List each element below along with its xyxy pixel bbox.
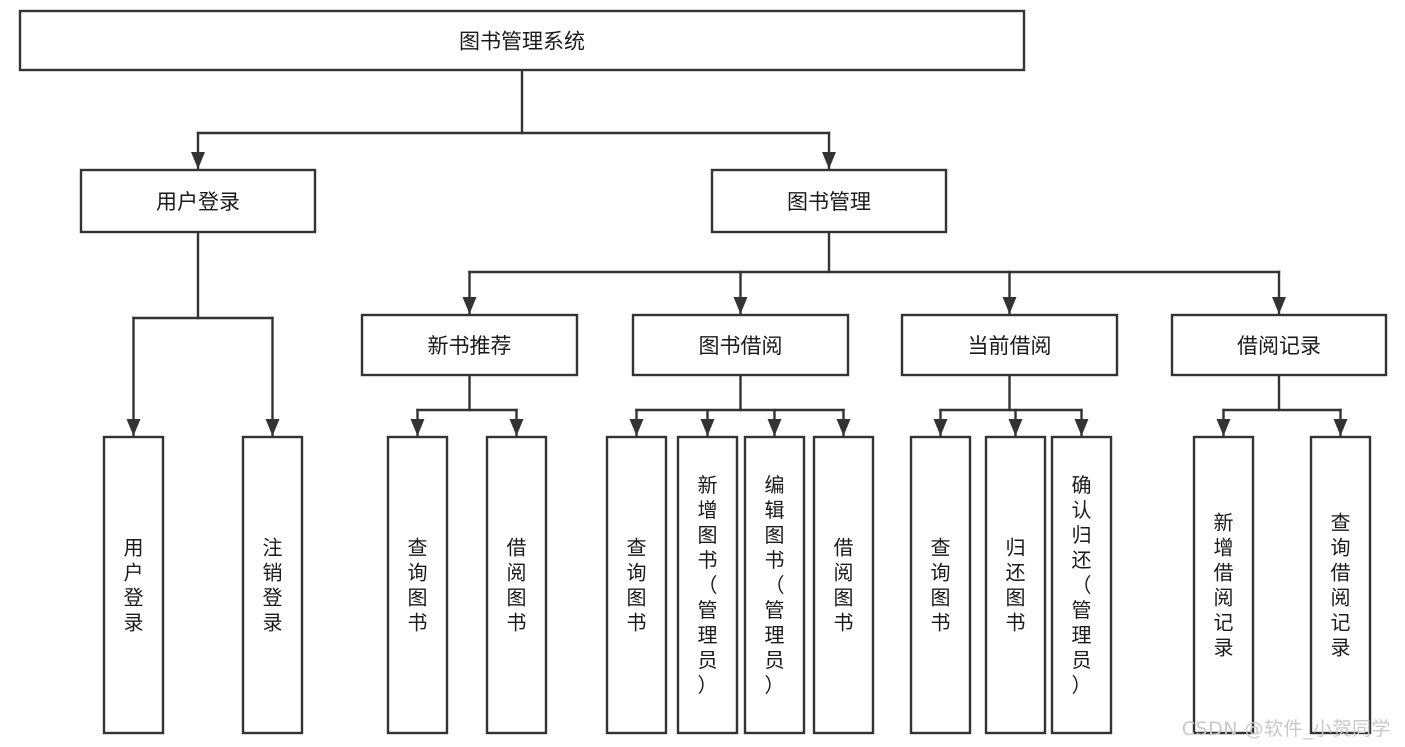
arrow-head-icon (1074, 419, 1089, 436)
connectors-layer (126, 68, 1348, 437)
node-label: 图书管理系统 (459, 30, 585, 54)
node-leaf-add-book[interactable]: 新增图书（管理员） (676, 435, 739, 735)
arrow-head-icon (462, 297, 477, 314)
arrow-head-icon (191, 152, 205, 169)
node-label: 确认归还（管理员） (1072, 473, 1092, 697)
arrow-head-icon (126, 419, 141, 436)
node-leaf-confirm-return[interactable]: 确认归还（管理员） (1050, 435, 1113, 735)
node-label: 新书推荐 (428, 334, 512, 358)
arrow-head-icon (1008, 419, 1023, 436)
node-root[interactable]: 图书管理系统 (18, 9, 1026, 72)
node-leaf-query-book-2[interactable]: 查询图书 (605, 435, 668, 735)
node-book-management[interactable]: 图书管理 (710, 168, 948, 234)
node-leaf-borrow-book-2[interactable]: 借阅图书 (812, 435, 875, 735)
node-label: 归还图书 (1006, 536, 1026, 635)
node-label: 用户登录 (156, 190, 240, 214)
node-label: 图书管理 (787, 190, 871, 214)
arrow-head-icon (700, 419, 715, 436)
node-label: 借阅图书 (507, 536, 527, 635)
node-label: 查询图书 (627, 536, 647, 635)
node-new-book-recommend[interactable]: 新书推荐 (360, 313, 579, 377)
nodes-layer: 图书管理系统用户登录图书管理新书推荐图书借阅当前借阅借阅记录用户登录注销登录查询… (18, 9, 1388, 735)
node-label: 图书借阅 (699, 334, 783, 358)
arrow-head-icon (410, 419, 425, 436)
arrow-head-icon (1002, 297, 1017, 314)
node-borrow-record[interactable]: 借阅记录 (1170, 313, 1388, 377)
node-leaf-query-book-3[interactable]: 查询图书 (909, 435, 972, 735)
node-label: 查询图书 (931, 536, 951, 635)
node-label: 借阅记录 (1237, 334, 1321, 358)
node-label: 当前借阅 (968, 334, 1052, 358)
node-current-borrow[interactable]: 当前借阅 (900, 313, 1119, 377)
node-label: 新增图书（管理员） (698, 473, 718, 697)
node-user-login[interactable]: 用户登录 (79, 168, 317, 234)
node-leaf-user-logout[interactable]: 注销登录 (241, 435, 304, 735)
arrow-head-icon (836, 419, 851, 436)
node-label: 编辑图书（管理员） (765, 473, 785, 697)
arrow-head-icon (1216, 419, 1231, 436)
arrow-head-icon (933, 419, 948, 436)
node-label: 新增借阅记录 (1214, 511, 1234, 660)
arrow-head-icon (265, 419, 280, 436)
node-label: 查询图书 (408, 536, 428, 635)
node-label: 借阅图书 (834, 536, 854, 635)
node-leaf-query-record[interactable]: 查询借阅记录 (1309, 435, 1372, 735)
node-leaf-return-book[interactable]: 归还图书 (984, 435, 1047, 735)
arrow-head-icon (1333, 419, 1348, 436)
arrow-head-icon (1272, 297, 1286, 314)
arrow-head-icon (629, 419, 644, 436)
arrow-head-icon (822, 152, 836, 169)
arrow-head-icon (733, 297, 748, 314)
arrow-head-icon (767, 419, 782, 436)
node-leaf-user-login[interactable]: 用户登录 (102, 435, 165, 735)
arrow-head-icon (509, 419, 524, 436)
node-book-borrow[interactable]: 图书借阅 (631, 313, 850, 377)
node-leaf-add-record[interactable]: 新增借阅记录 (1192, 435, 1255, 735)
node-leaf-borrow-book-1[interactable]: 借阅图书 (485, 435, 548, 735)
node-leaf-edit-book[interactable]: 编辑图书（管理员） (743, 435, 806, 735)
node-leaf-query-book-1[interactable]: 查询图书 (386, 435, 449, 735)
node-label: 注销登录 (263, 536, 283, 635)
node-label: 查询借阅记录 (1331, 511, 1351, 660)
node-label: 用户登录 (124, 536, 144, 635)
